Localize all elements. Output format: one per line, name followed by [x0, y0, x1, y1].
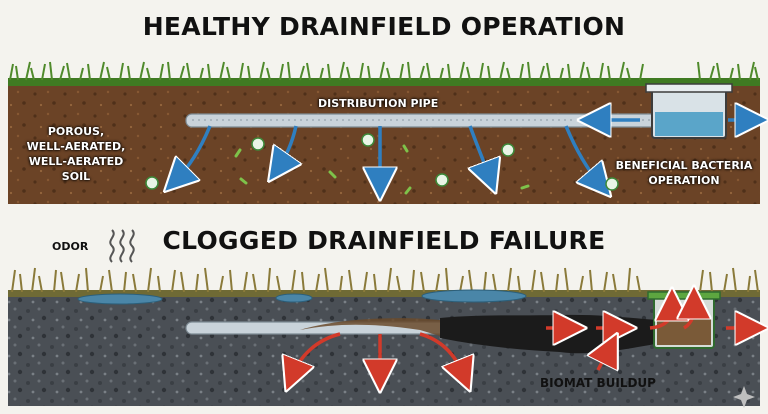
arrow-icon	[419, 332, 464, 376]
odor-waves-icon	[109, 229, 135, 263]
arrow-icon	[176, 125, 212, 180]
healthy-panel	[8, 61, 760, 204]
arrow-icon	[278, 125, 296, 168]
distribution-pipe-label: DISTRIBUTION PIPE	[318, 97, 439, 110]
septic-tank-icon	[645, 83, 733, 139]
dry-grass	[8, 267, 760, 297]
sparkle-icon	[733, 386, 755, 408]
odor-label: ODOR	[52, 240, 89, 253]
arrow-icon	[564, 125, 600, 184]
bacteria-icon	[145, 133, 619, 191]
septic-tank-icon	[647, 291, 721, 349]
bacteria-label: BENEFICIAL BACTERIA OPERATION	[615, 159, 753, 187]
healthy-grass	[8, 61, 760, 86]
surface-water	[77, 289, 527, 305]
arrow-icon	[470, 125, 490, 178]
clogged-title: CLOGGED DRAINFIELD FAILURE	[162, 226, 606, 255]
healthy-title: HEALTHY DRAINFIELD OPERATION	[142, 12, 626, 41]
biomat-pointer-arrow	[598, 348, 610, 370]
clogged-panel	[8, 229, 760, 406]
healthy-flow-arrows	[176, 120, 752, 184]
biomat-label: BIOMAT BUILDUP	[540, 376, 656, 390]
arrow-icon	[292, 332, 341, 376]
clogged-flow-arrows	[292, 302, 752, 376]
worm-icon	[234, 144, 530, 195]
soil-label: POROUS, WELL-AERATED, WELL-AERATED SOIL	[26, 125, 126, 183]
